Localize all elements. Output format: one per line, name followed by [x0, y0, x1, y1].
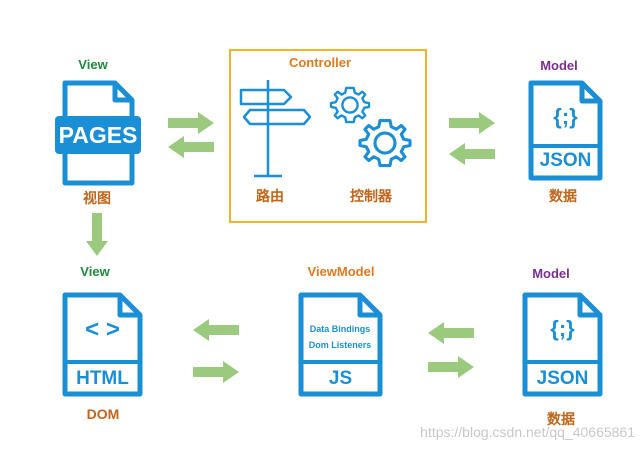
controller-box: [229, 49, 427, 223]
json-file-icon-bottom: [522, 292, 603, 397]
view-label-top: View: [78, 57, 108, 72]
controller-caption: 控制器: [350, 188, 392, 204]
arrow-down-icon: [86, 213, 108, 256]
pages-text: PAGES: [58, 122, 138, 148]
dom-caption: DOM: [86, 406, 120, 422]
arrow-left-icon: [168, 136, 214, 158]
arrow-right-icon: [449, 112, 495, 134]
dom-listeners-text: Dom Listeners: [308, 340, 372, 350]
js-file-icon: [298, 292, 383, 397]
data-caption-top: 数据: [549, 188, 577, 204]
html-text: HTML: [76, 368, 129, 389]
json-glyph-bottom: {;}: [550, 316, 575, 341]
signpost-icon: [239, 80, 312, 178]
arrow-left-icon: [193, 319, 239, 341]
view-caption: 视图: [83, 190, 111, 206]
arrow-right-icon: [428, 356, 474, 378]
json-text-top: JSON: [539, 150, 592, 171]
viewmodel-label: ViewModel: [307, 264, 375, 279]
arrow-left-icon: [449, 143, 495, 165]
view-label-bottom: View: [80, 264, 110, 279]
json-glyph-top: {;}: [553, 104, 578, 129]
controller-label: Controller: [288, 55, 352, 70]
data-caption-bottom: 数据: [547, 411, 575, 427]
json-text-bottom: JSON: [536, 368, 589, 389]
html-glyph: < >: [85, 316, 120, 343]
router-caption: 路由: [256, 188, 284, 204]
data-bindings-text: Data Bindings: [309, 324, 371, 334]
gears-icon: [329, 86, 412, 168]
arrow-left-icon: [428, 322, 474, 344]
html-file-icon: [62, 292, 143, 397]
arrow-right-icon: [193, 361, 239, 383]
js-text: JS: [328, 368, 353, 389]
json-file-icon-top: [528, 80, 603, 181]
pages-file-icon: [55, 80, 141, 186]
watermark-text: https://blog.csdn.net/qq_40665861: [420, 424, 635, 440]
arrow-right-icon: [168, 112, 214, 134]
model-label-bottom: Model: [532, 266, 570, 281]
model-label-top: Model: [540, 58, 578, 73]
